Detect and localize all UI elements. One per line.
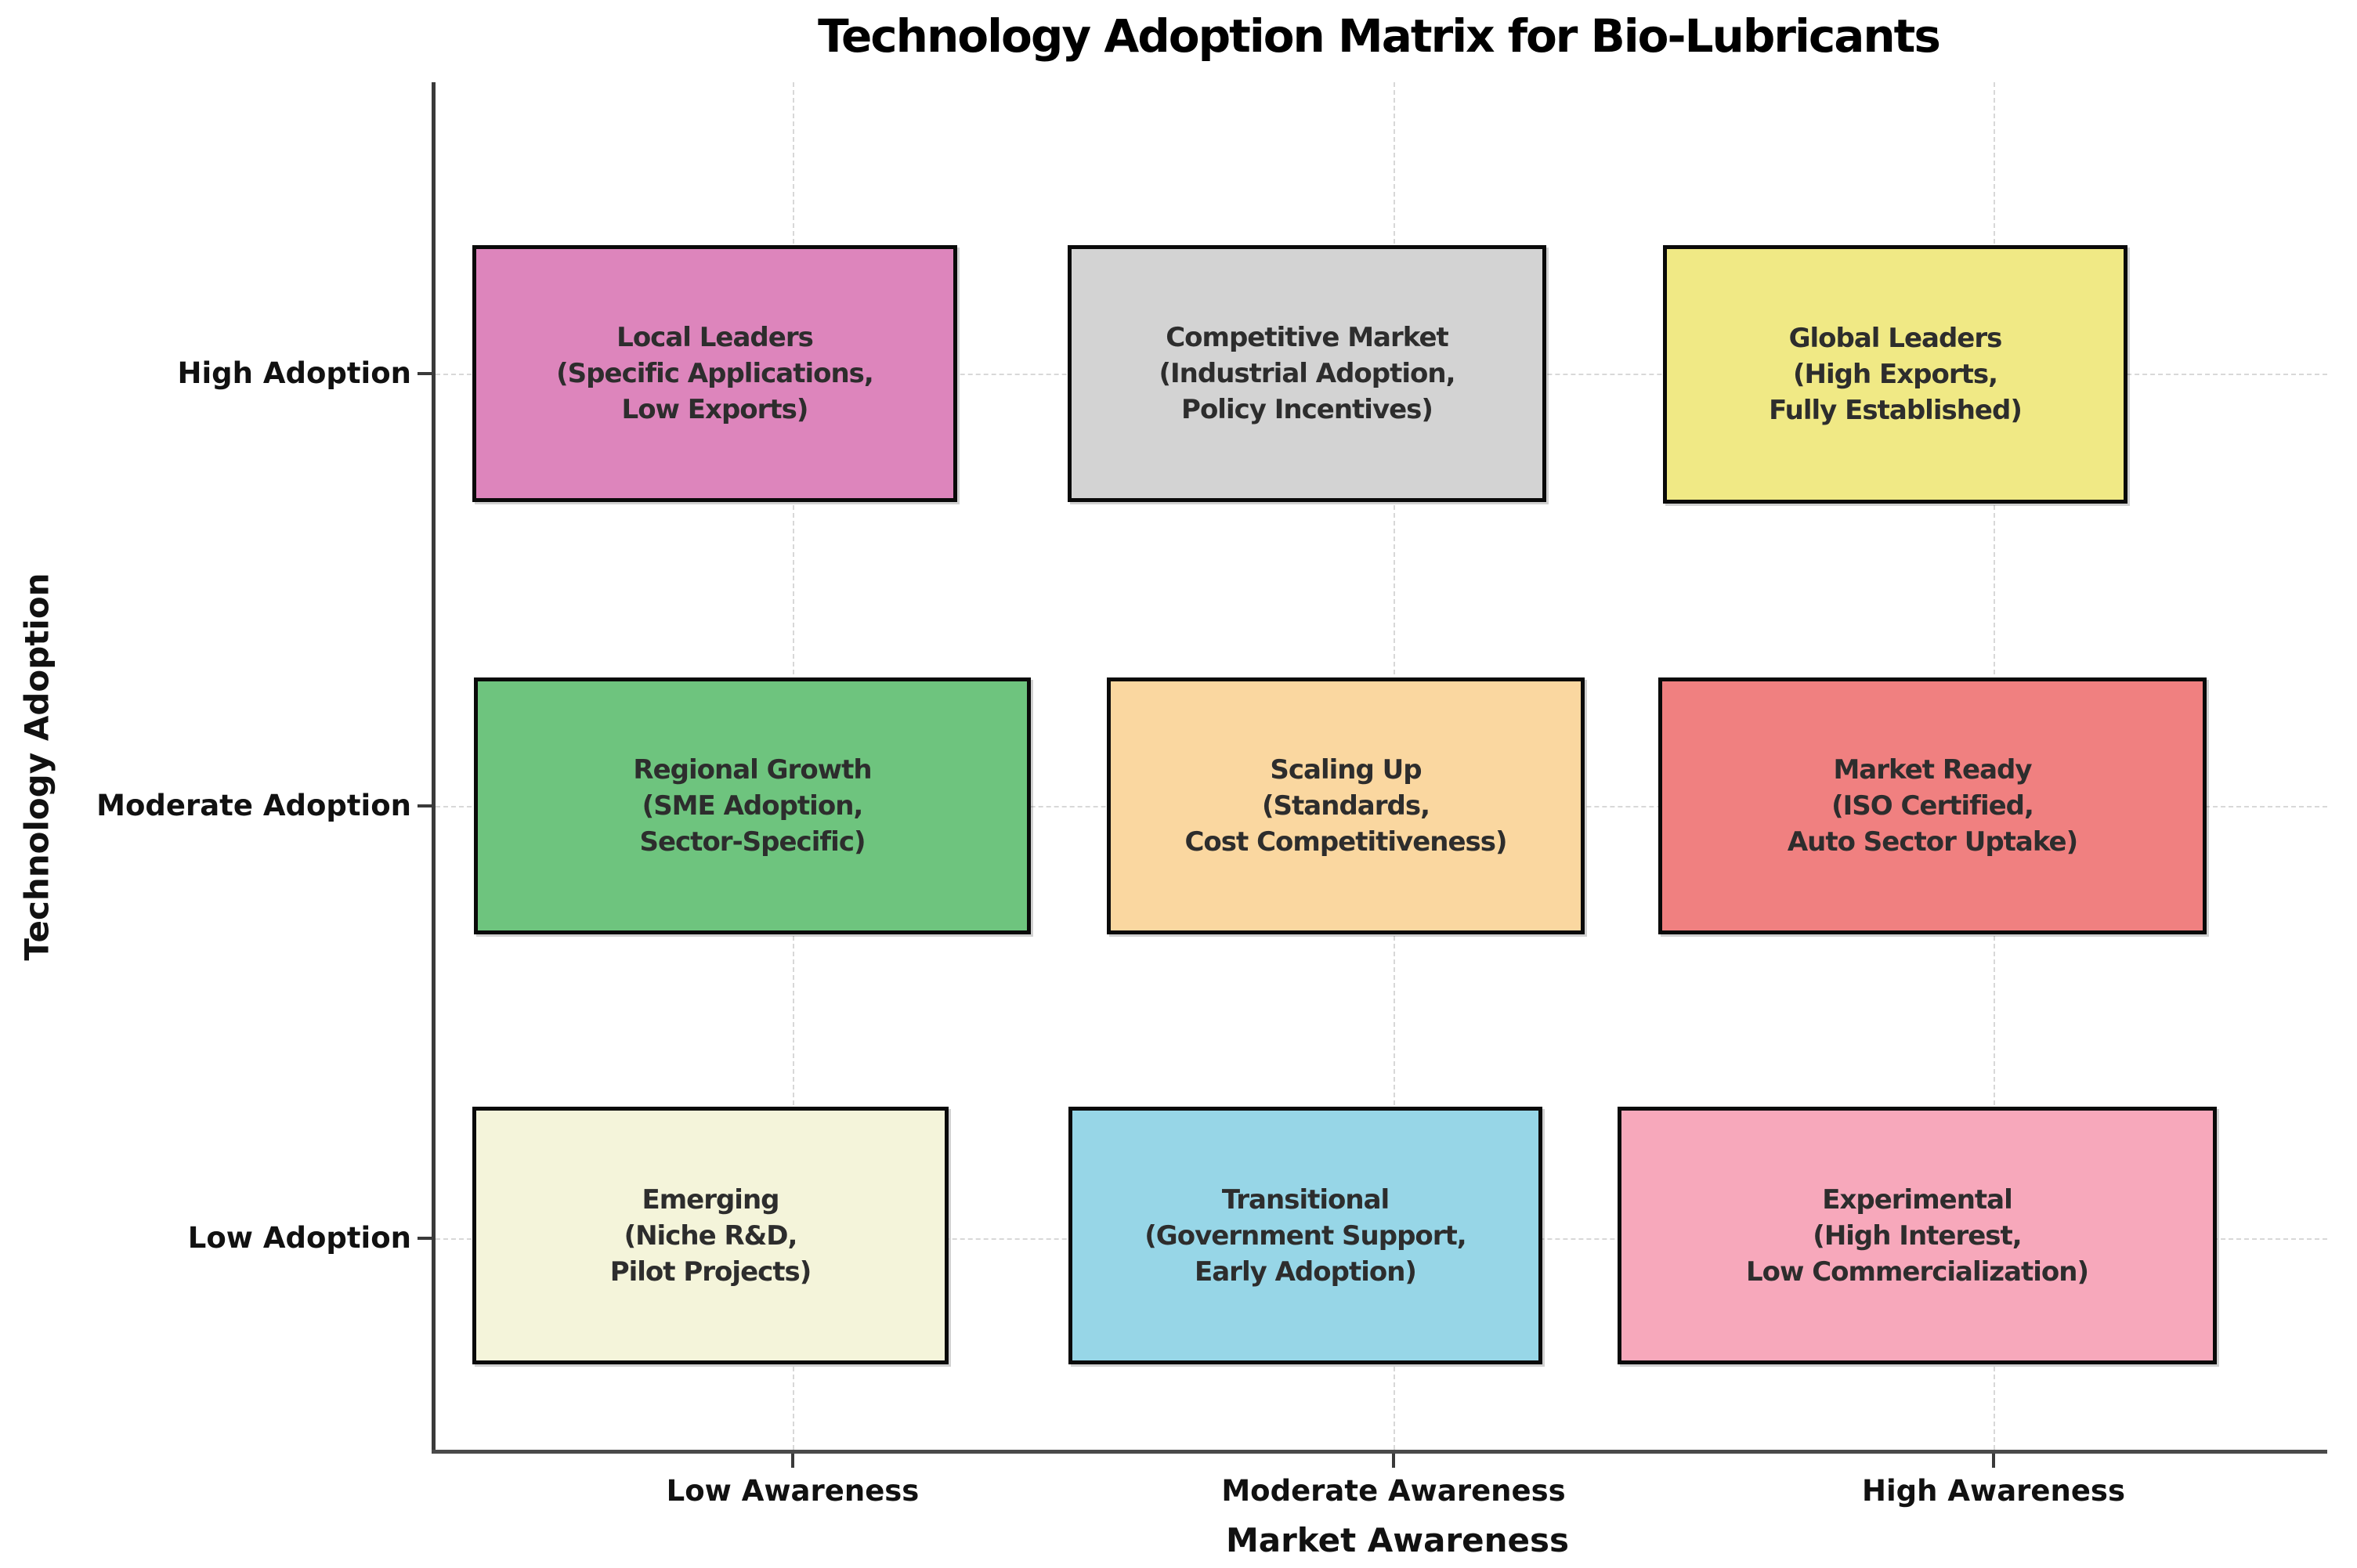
cell-detail-line: Auto Sector Uptake) bbox=[1787, 826, 2078, 858]
cell-detail-line: Pilot Projects) bbox=[609, 1255, 812, 1288]
cell-detail-line: Cost Competitiveness) bbox=[1184, 826, 1507, 858]
x-tick-mark-moderate bbox=[1392, 1454, 1395, 1468]
x-tick-label-moderate-awareness: Moderate Awareness bbox=[1221, 1474, 1566, 1508]
cell-title-line: Competitive Market bbox=[1166, 322, 1449, 353]
matrix-cell-emerging: Emerging (Niche R&D, Pilot Projects) bbox=[472, 1107, 949, 1364]
matrix-cell-regional-growth: Regional Growth (SME Adoption, Sector-Sp… bbox=[474, 677, 1031, 934]
cell-detail-line: (Government Support, bbox=[1144, 1219, 1466, 1252]
cell-detail-line: Policy Incentives) bbox=[1181, 394, 1433, 425]
y-axis-spine bbox=[432, 82, 436, 1454]
cell-detail-line: Low Exports) bbox=[621, 394, 809, 425]
cell-detail-line: Early Adoption) bbox=[1195, 1255, 1417, 1288]
x-axis-title: Market Awareness bbox=[1225, 1521, 1570, 1559]
cell-title-line: Emerging bbox=[642, 1183, 779, 1216]
y-tick-label-high-adoption: High Adoption bbox=[177, 356, 411, 390]
x-axis-spine bbox=[432, 1450, 2327, 1454]
cell-title-line: Experimental bbox=[1822, 1183, 2013, 1216]
cell-detail-line: Low Commercialization) bbox=[1745, 1255, 2089, 1288]
cell-detail-line: (Standards, bbox=[1262, 790, 1430, 822]
y-tick-mark-low bbox=[418, 1237, 432, 1240]
matrix-cell-experimental: Experimental (High Interest, Low Commerc… bbox=[1618, 1107, 2217, 1364]
cell-title-line: Global Leaders bbox=[1788, 323, 2003, 354]
cell-detail-line: (Niche R&D, bbox=[624, 1219, 798, 1252]
y-tick-label-moderate-adoption: Moderate Adoption bbox=[96, 789, 411, 822]
cell-title-line: Transitional bbox=[1221, 1183, 1390, 1216]
y-axis-title: Technology Adoption bbox=[17, 573, 56, 961]
cell-title-line: Local Leaders bbox=[616, 322, 814, 353]
matrix-cell-market-ready: Market Ready (ISO Certified, Auto Sector… bbox=[1658, 677, 2207, 934]
matrix-cell-scaling-up: Scaling Up (Standards, Cost Competitiven… bbox=[1107, 677, 1585, 934]
chart-title: Technology Adoption Matrix for Bio-Lubri… bbox=[818, 9, 1941, 63]
matrix-cell-competitive-market: Competitive Market (Industrial Adoption,… bbox=[1068, 245, 1546, 502]
matrix-cell-local-leaders: Local Leaders (Specific Applications, Lo… bbox=[472, 245, 957, 502]
cell-title-line: Scaling Up bbox=[1270, 754, 1422, 786]
matrix-cell-transitional: Transitional (Government Support, Early … bbox=[1068, 1107, 1542, 1364]
y-tick-label-low-adoption: Low Adoption bbox=[187, 1221, 411, 1255]
x-tick-mark-low bbox=[791, 1454, 794, 1468]
x-tick-mark-high bbox=[1992, 1454, 1995, 1468]
y-tick-mark-high bbox=[418, 372, 432, 375]
x-tick-label-high-awareness: High Awareness bbox=[1862, 1474, 2125, 1508]
cell-title-line: Regional Growth bbox=[633, 754, 872, 786]
cell-detail-line: (Industrial Adoption, bbox=[1159, 358, 1455, 389]
cell-detail-line: (ISO Certified, bbox=[1831, 790, 2034, 822]
cell-title-line: Market Ready bbox=[1833, 754, 2032, 786]
matrix-cell-global-leaders: Global Leaders (High Exports, Fully Esta… bbox=[1663, 245, 2127, 504]
cell-detail-line: Fully Established) bbox=[1769, 395, 2023, 426]
y-tick-mark-moderate bbox=[418, 804, 432, 807]
cell-detail-line: (Specific Applications, bbox=[556, 358, 874, 389]
x-tick-label-low-awareness: Low Awareness bbox=[666, 1474, 920, 1508]
cell-detail-line: (High Exports, bbox=[1792, 359, 1998, 390]
cell-detail-line: (SME Adoption, bbox=[642, 790, 864, 822]
cell-detail-line: (High Interest, bbox=[1813, 1219, 2022, 1252]
cell-detail-line: Sector-Specific) bbox=[639, 826, 866, 858]
